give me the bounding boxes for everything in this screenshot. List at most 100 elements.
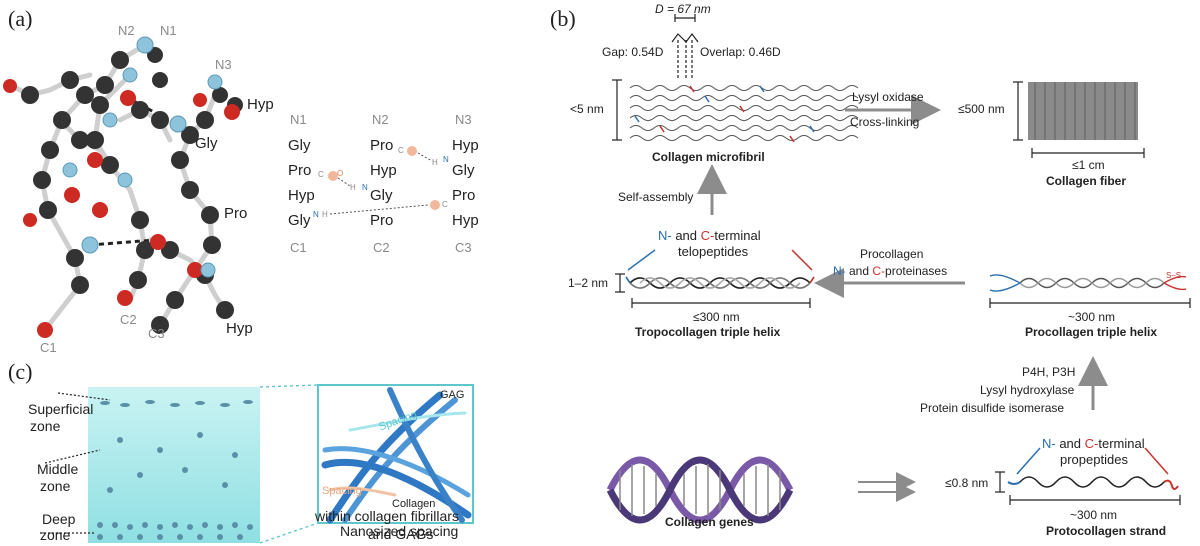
- bond-c-1: C: [318, 170, 324, 179]
- bond-n-2: N: [443, 155, 449, 164]
- procollagen-length-label: ~300 nm: [1068, 310, 1116, 324]
- panel-a: (a): [0, 0, 540, 355]
- table-c2-r4: Pro: [370, 212, 394, 229]
- table-c2-r2: Hyp: [370, 162, 397, 179]
- proteinase-and-text: and: [845, 264, 873, 278]
- genes-title: Collagen genes: [665, 515, 754, 529]
- zone-superficial-line2: zone: [30, 418, 61, 434]
- inset-caption-line3: and GAGs: [368, 526, 434, 542]
- overlap-label: Overlap: 0.46D: [700, 45, 781, 59]
- proteinase-n-text: N-: [833, 264, 846, 278]
- panel-b: (b): [540, 0, 1200, 546]
- procollagen-title: Procollagen triple helix: [1025, 325, 1158, 339]
- propep-c-text: C-: [1084, 436, 1099, 451]
- enzyme-line2: Lysyl hydroxylase: [980, 383, 1075, 397]
- fiber-height-label: ≤500 nm: [958, 102, 1005, 116]
- bond-n-1: N: [362, 183, 368, 192]
- spacing-label-2: Spacing: [322, 485, 362, 497]
- tropocollagen-title: Tropocollagen triple helix: [635, 325, 781, 339]
- cartilage-block: [88, 387, 260, 543]
- telo-and-text: and: [671, 228, 701, 243]
- microfibril-title: Collagen microfibril: [652, 150, 765, 164]
- table-header-n3: N3: [455, 112, 472, 127]
- inset-caption-line1: Nanosized spacing: [340, 523, 459, 539]
- disulfide-label: S–S: [1166, 271, 1182, 280]
- cartilage-illustration: [40, 384, 474, 544]
- table-c3-r2: Gly: [452, 162, 475, 179]
- residue-label-gly: Gly: [195, 135, 218, 152]
- zone-deep-line1: Deep: [42, 511, 76, 527]
- carbon-atoms: [21, 47, 243, 334]
- tropocollagen-height-label: 1–2 nm: [568, 276, 609, 290]
- table-c3-r3: Pro: [452, 187, 476, 204]
- table-c3-r1: Hyp: [452, 137, 479, 154]
- strand-length-label: ~300 nm: [1070, 508, 1118, 522]
- telo-terminal-text: terminal: [714, 228, 761, 243]
- enzyme-line3: Protein disulfide isomerase: [920, 401, 1065, 415]
- propeptide-label-line1: N- and C-terminal: [1042, 436, 1145, 451]
- procollagen-proteinase-line2: N- and C-proteinases: [833, 264, 947, 278]
- bond-o-1: O: [337, 169, 344, 178]
- collagen-fiber-image: [1028, 82, 1138, 140]
- d-period-label: D = 67 nm: [655, 2, 711, 16]
- table-c3-r4: Hyp: [452, 212, 479, 229]
- panel-c-label: (c): [8, 359, 33, 384]
- table-c1-r1: Gly: [288, 137, 311, 154]
- crosslink-label-line2: Cross-linking: [850, 115, 920, 129]
- collagen-assembly-schematic: [606, 14, 1191, 524]
- strand-height-label: ≤0.8 nm: [945, 476, 989, 490]
- table-c1-r3: Hyp: [288, 187, 315, 204]
- residue-label-hyp-top: Hyp: [247, 96, 274, 113]
- zone-deep-line2: zone: [40, 527, 71, 543]
- table-footer-c1: C1: [290, 240, 307, 255]
- table-header-n2: N2: [372, 112, 389, 127]
- fiber-title: Collagen fiber: [1046, 174, 1127, 188]
- proteinase-rest-text: proteinases: [885, 264, 948, 278]
- table-c2-r1: Pro: [370, 137, 394, 154]
- table-footer-c2: C2: [373, 240, 390, 255]
- microfibril-stack: [629, 85, 859, 141]
- panel-c: (c): [0, 355, 540, 546]
- telo-n-text: N-: [658, 228, 672, 243]
- telo-c-text: C-: [700, 228, 715, 243]
- procollagen-proteinase-line1: Procollagen: [860, 247, 924, 261]
- bond-h-1: H: [350, 183, 356, 192]
- chain-label-c3: C3: [148, 326, 165, 341]
- collagen-fibrils: [321, 387, 472, 524]
- residue-label-hyp-bottom: Hyp: [226, 320, 253, 337]
- fiber-length-label: ≤1 cm: [1072, 158, 1105, 172]
- microfibril-height-label: <5 nm: [570, 102, 604, 116]
- bond-n-3: N: [313, 210, 319, 219]
- bond-c-2: C: [398, 146, 404, 155]
- propep-n-text: N-: [1042, 436, 1056, 451]
- tropocollagen-length-label: ≤300 nm: [693, 310, 740, 324]
- gap-label: Gap: 0.54D: [602, 45, 664, 59]
- propep-terminal-text: terminal: [1098, 436, 1145, 451]
- enzyme-line1: P4H, P3H: [1022, 365, 1076, 379]
- propep-and-text: and: [1055, 436, 1085, 451]
- oxygen-atoms: [3, 79, 240, 338]
- table-c1-r2: Pro: [288, 162, 312, 179]
- tropocollagen-helix: [625, 276, 815, 289]
- bond-c-3: C: [442, 200, 448, 209]
- zone-superficial-line1: Superficial: [28, 401, 94, 417]
- inset-caption-line2-visible: within collagen fibrillars: [315, 508, 459, 524]
- collagen-label: Collagen: [392, 498, 436, 510]
- chain-label-c2: C2: [120, 312, 137, 327]
- residue-label-pro: Pro: [224, 205, 248, 222]
- gag-label: GAG: [440, 389, 465, 401]
- telopeptide-label-line1: N- and C-terminal: [658, 228, 761, 243]
- bond-h-2: H: [432, 158, 438, 167]
- protocollagen-strand: [1019, 476, 1165, 488]
- zone-middle-line2: zone: [40, 478, 71, 494]
- panel-b-label: (b): [550, 6, 576, 31]
- table-header-n1: N1: [290, 112, 307, 127]
- chain-label-n2: N2: [118, 23, 135, 38]
- collagen-genes-dna: [606, 456, 794, 524]
- table-footer-c3: C3: [455, 240, 472, 255]
- panel-a-label: (a): [8, 6, 33, 31]
- chain-label-n1: N1: [160, 23, 177, 38]
- nitrogen-atoms: [62, 36, 223, 278]
- crosslink-label-line1: Lysyl oxidase: [852, 90, 924, 104]
- chain-label-n3: N3: [215, 57, 232, 72]
